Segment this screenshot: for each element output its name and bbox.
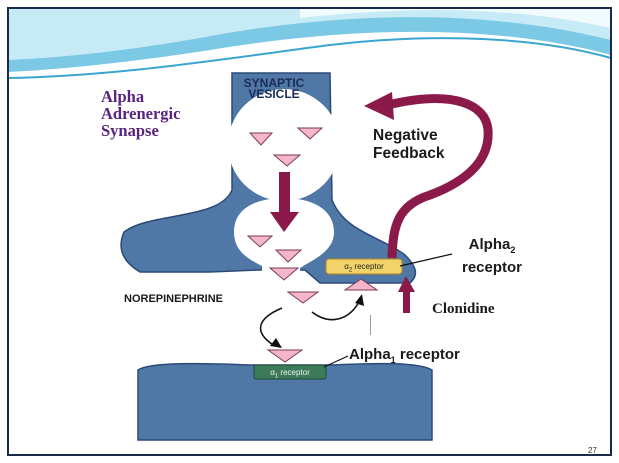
negative-feedback-arrow: [364, 92, 488, 258]
alpha2-receptor-label: Alpha2 receptor: [432, 236, 552, 277]
clonidine-label: Clonidine: [432, 301, 495, 318]
molecule: [288, 292, 318, 303]
negative-feedback-label: Negative Feedback: [373, 127, 445, 163]
alpha1-word: receptor: [396, 346, 460, 363]
feedback-label-line: Feedback: [373, 145, 445, 163]
a1-box-word: receptor: [278, 368, 310, 377]
alpha2-subscript: 2: [510, 245, 515, 255]
molecule: [268, 350, 302, 362]
slide-title: Alpha Adrenergic Synapse: [101, 88, 180, 139]
alpha1-name: Alpha: [349, 346, 391, 363]
slide-title-line: Synapse: [101, 122, 180, 139]
binding-arrow-left-head: [270, 338, 282, 348]
negative-feedback-arrow-path: [392, 99, 488, 258]
norepinephrine-label: NOREPINEPHRINE: [124, 293, 223, 305]
binding-arrow-left: [261, 308, 282, 346]
feedback-label-line: Negative: [373, 127, 445, 145]
slide-title-line: Adrenergic: [101, 105, 180, 122]
alpha2-name: Alpha: [469, 236, 511, 253]
synaptic-vesicle-label: SYNAPTIC VESICLE: [226, 78, 322, 100]
alpha1-receptor-label: Alpha1 receptor: [349, 346, 460, 365]
alpha1-receptor-box-text: α1 receptor: [254, 368, 326, 380]
alpha2-receptor-box-text: α2 receptor: [326, 262, 402, 274]
binding-arrow-right: [312, 300, 360, 320]
a2-box-word: receptor: [352, 262, 384, 271]
occluding-box-edge: [370, 315, 371, 335]
negative-feedback-arrowhead: [364, 92, 394, 120]
release-arrow-shaft: [279, 172, 290, 216]
binding-arrow-right-head: [355, 294, 364, 306]
header-swoosh: [8, 8, 611, 78]
binding-arrows: [261, 294, 364, 348]
page-number: 27: [588, 446, 597, 455]
alpha2-label-line: Alpha2: [432, 236, 552, 259]
slide-title-line: Alpha: [101, 88, 180, 105]
vesicle-label-line: VESICLE: [226, 89, 322, 100]
alpha2-label-word: receptor: [432, 259, 552, 277]
